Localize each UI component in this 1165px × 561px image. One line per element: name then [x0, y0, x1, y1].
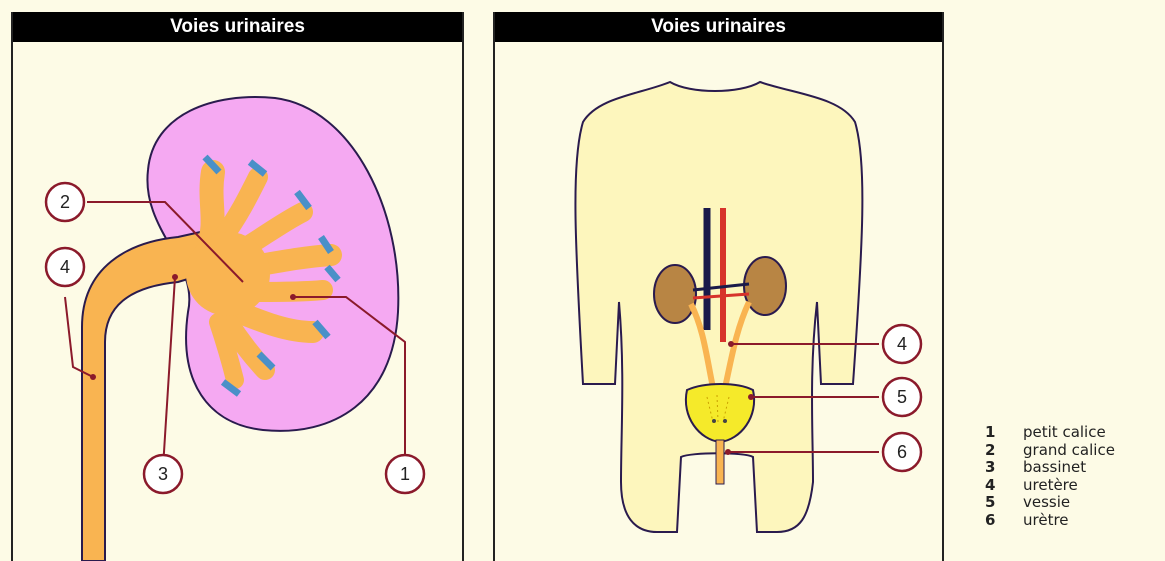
legend-number: 4 — [985, 477, 1023, 495]
urinary-tract-panel: Voies urinaires — [493, 12, 944, 561]
legend-number: 1 — [985, 424, 1023, 442]
legend-number: 6 — [985, 512, 1023, 530]
legend-label: urètre — [1023, 511, 1069, 529]
legend-number: 3 — [985, 459, 1023, 477]
svg-text:4: 4 — [60, 257, 70, 277]
urinary-tract-diagram: 4 5 6 — [495, 12, 942, 561]
kidney-panel: Voies urinaires — [11, 12, 464, 561]
legend-number: 5 — [985, 494, 1023, 512]
callout-3: 3 — [144, 455, 182, 493]
legend-label: vessie — [1023, 493, 1070, 511]
legend-label: uretère — [1023, 476, 1078, 494]
legend-number: 2 — [985, 442, 1023, 460]
callout-1: 1 — [386, 455, 424, 493]
callout-5: 5 — [883, 378, 921, 416]
svg-text:4: 4 — [897, 334, 907, 354]
svg-text:1: 1 — [400, 464, 410, 484]
legend-label: bassinet — [1023, 458, 1086, 476]
kidney-diagram: 2 4 3 1 — [13, 12, 462, 561]
renal-pelvis — [186, 232, 270, 316]
legend-label: petit calice — [1023, 423, 1106, 441]
legend-label: grand calice — [1023, 441, 1115, 459]
kidney-left — [654, 265, 696, 323]
svg-text:5: 5 — [897, 387, 907, 407]
callout-4: 4 — [883, 325, 921, 363]
urethra — [716, 440, 724, 484]
callout-4: 4 — [46, 248, 84, 286]
svg-text:6: 6 — [897, 442, 907, 462]
svg-text:2: 2 — [60, 192, 70, 212]
callout-6: 6 — [883, 433, 921, 471]
svg-text:3: 3 — [158, 464, 168, 484]
callout-2: 2 — [46, 183, 84, 221]
